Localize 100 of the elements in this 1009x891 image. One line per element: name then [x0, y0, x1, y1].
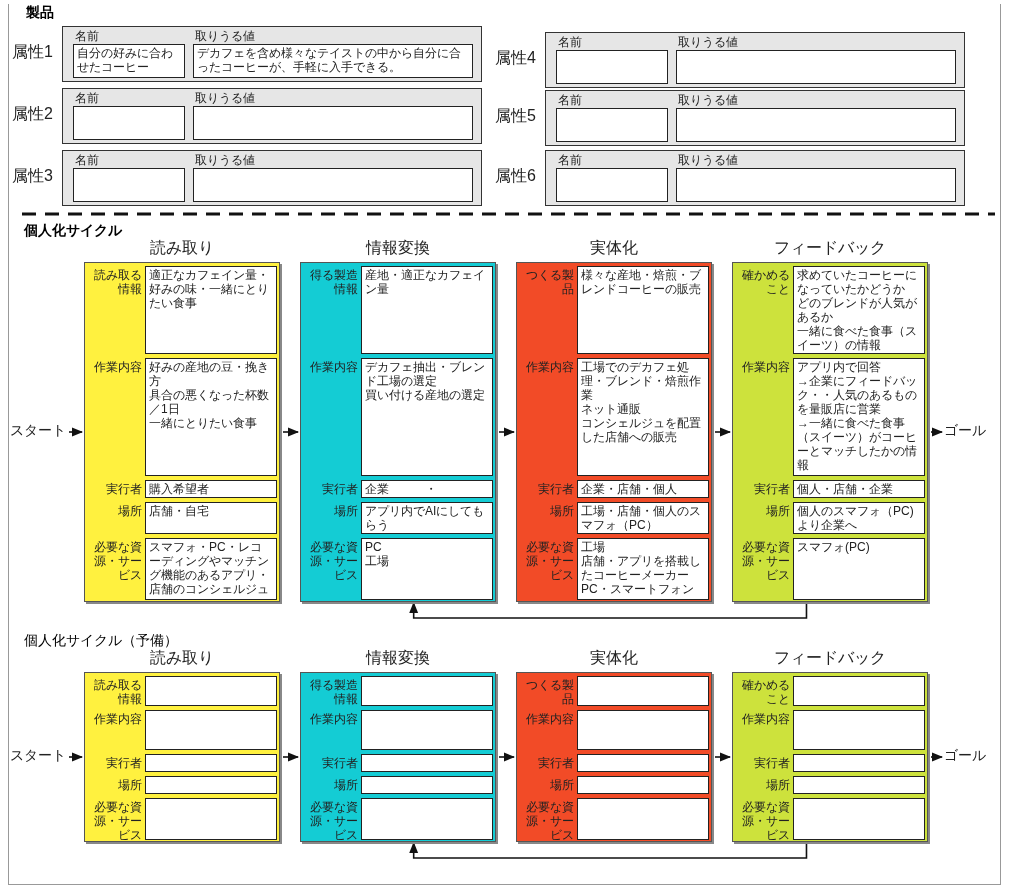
entry-text: 工場 [365, 554, 390, 568]
field-label: 取りうる値 [678, 35, 738, 49]
stage-title: フィードバック [773, 648, 887, 668]
field-label: 場所 [765, 778, 791, 792]
attribute-heading: 属性5 [495, 106, 536, 126]
field-label: 実行者 [105, 482, 143, 496]
field-label: 必要な資源・サービス [525, 800, 575, 842]
field-label: つくる製品 [525, 268, 575, 296]
field-label: 実行者 [753, 756, 791, 770]
field-label: 作業内容 [525, 712, 575, 726]
entry-text: 購入希望者 [149, 482, 210, 496]
field-label: 取りうる値 [195, 153, 255, 167]
field-label: 場所 [117, 504, 143, 518]
section-heading: 個人化サイクル（予備） [24, 632, 178, 650]
field-label: 名前 [558, 153, 582, 167]
entry-text: →企業にフィードバック・・人気のあるものを量販店に営業 [797, 374, 918, 416]
field-label: 名前 [75, 29, 99, 43]
arrow [930, 427, 944, 437]
feedback-arrow [409, 601, 808, 619]
field-label: 読み取る情報 [93, 678, 143, 706]
field-label: 場所 [549, 504, 575, 518]
field-label: 作業内容 [309, 360, 359, 374]
entry-text: アプリ内でAIにしてもらう [365, 504, 486, 532]
stage-title: 実体化 [589, 238, 639, 258]
field-label: 実行者 [537, 756, 575, 770]
attribute-heading: 属性3 [12, 166, 53, 186]
entry-text: 適正なカフェイン量・好みの味・一緒にとりたい食事 [149, 268, 270, 310]
field-label: 得る製造情報 [309, 268, 359, 296]
entry-text: 個人・店舗・企業 [797, 482, 894, 496]
field-label: 場所 [117, 778, 143, 792]
entry-text: 産地・適正なカフェイン量 [365, 268, 486, 296]
section-heading: 個人化サイクル [24, 222, 122, 240]
arrow [282, 752, 300, 762]
field-label: 作業内容 [741, 360, 791, 374]
arrow [68, 752, 84, 762]
entry-text: 具合の悪くなった杯数／1日 [149, 388, 270, 416]
arrow [930, 752, 944, 762]
field-label: 場所 [549, 778, 575, 792]
arrow [498, 752, 516, 762]
entry-text: 店舗・自宅 [149, 504, 210, 518]
field-label: 必要な資源・サービス [741, 800, 791, 842]
stage-title: 読み取り [149, 648, 215, 668]
field-label: 実行者 [321, 482, 359, 496]
stage-title: 情報変換 [364, 238, 431, 258]
field-label: 必要な資源・サービス [309, 800, 359, 842]
field-label: 得る製造情報 [309, 678, 359, 706]
entry-text: どのブレンドが人気があるか [797, 296, 918, 324]
field-label: 取りうる値 [195, 29, 255, 43]
endpoint-label: ゴール [944, 747, 986, 765]
entry-text: 企業 ・ [365, 482, 438, 496]
section-heading: 製品 [26, 4, 54, 22]
entry-text: 様々な産地・焙煎・ブレンドコーヒーの販売 [581, 268, 702, 296]
field-label: 取りうる値 [678, 153, 738, 167]
entry-text: スマフォ(PC) [797, 540, 871, 554]
field-label: 場所 [333, 504, 359, 518]
endpoint-label: スタート [10, 422, 66, 440]
field-label: 作業内容 [309, 712, 359, 726]
field-label: 名前 [558, 93, 582, 107]
field-label: 必要な資源・サービス [741, 540, 791, 582]
field-label: 読み取る情報 [93, 268, 143, 296]
field-label: 必要な資源・サービス [93, 800, 143, 842]
field-label: 確かめること [741, 268, 791, 296]
field-label: 必要な資源・サービス [525, 540, 575, 582]
field-label: 必要な資源・サービス [93, 540, 143, 582]
attribute-heading: 属性4 [495, 48, 536, 68]
entry-text: デカフェ抽出・ブレンド工場の選定 [365, 360, 486, 388]
entry-text: PC [365, 540, 383, 554]
entry-text: 企業・店舗・個人 [581, 482, 678, 496]
entry-text: 工場 [581, 540, 606, 554]
entry-text: アプリ内で回答 [797, 360, 882, 374]
arrow [714, 752, 732, 762]
field-label: 作業内容 [741, 712, 791, 726]
field-label: 実行者 [105, 756, 143, 770]
field-label: 名前 [558, 35, 582, 49]
attribute-heading: 属性2 [12, 104, 53, 124]
endpoint-label: スタート [10, 747, 66, 765]
entry-text: 自分の好みに合わせたコーヒー [77, 46, 174, 74]
field-label: 作業内容 [93, 360, 143, 374]
arrow [498, 427, 516, 437]
field-label: 実行者 [537, 482, 575, 496]
entry-text: コンシェルジュを配置した店舗への販売 [581, 416, 702, 444]
field-label: 名前 [75, 153, 99, 167]
endpoint-label: ゴール [944, 422, 986, 440]
arrow [282, 427, 300, 437]
field-label: 場所 [765, 504, 791, 518]
field-label: 実行者 [321, 756, 359, 770]
field-label: 取りうる値 [195, 91, 255, 105]
entry-text: 一緒にとりたい食事 [149, 416, 258, 430]
field-label: 確かめること [741, 678, 791, 706]
entry-text: 求めていたコーヒーになっていたかどうか [797, 268, 918, 296]
stage-title: 読み取り [149, 238, 215, 258]
field-label: 名前 [75, 91, 99, 105]
feedback-arrow [409, 841, 808, 859]
stage-title: フィードバック [773, 238, 887, 258]
entry-text: ネット通販 [581, 402, 642, 416]
field-label: 作業内容 [93, 712, 143, 726]
entry-text: 個人のスマフォ（PC)より企業へ [797, 504, 915, 532]
entry-text: 一緒に食べた食事（スイーツ）の情報 [797, 324, 918, 352]
entry-text: 工場・店舗・個人のスマフォ（PC） [581, 504, 702, 532]
arrow [714, 427, 732, 437]
